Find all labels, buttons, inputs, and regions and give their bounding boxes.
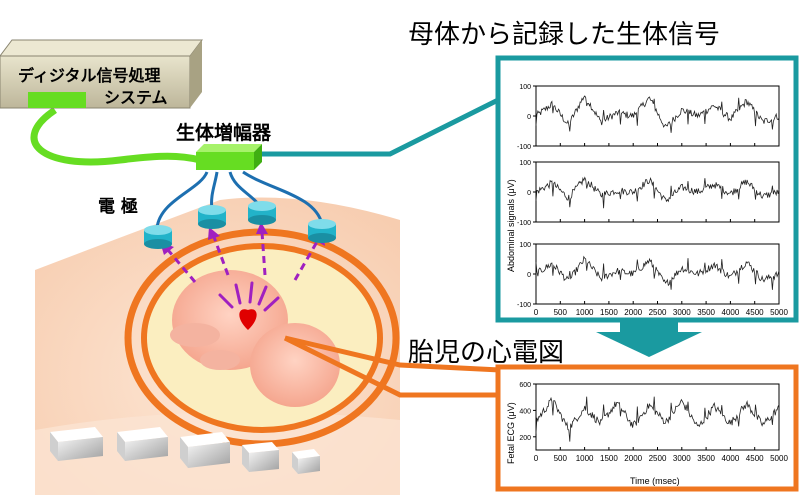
down-arrow xyxy=(596,318,702,357)
fetal-ytick-label: 200 xyxy=(519,435,531,442)
abdominal-3-ytick-label: 0 xyxy=(527,272,531,279)
fetal-xtick-label: 3000 xyxy=(673,454,691,463)
fetal-xtick-label: 5000 xyxy=(770,454,788,463)
fetal-title: 胎児の心電図 xyxy=(408,338,565,368)
electrode-4 xyxy=(308,219,336,243)
fetal-xtick-label: 1500 xyxy=(600,454,618,463)
fetal-ytick-label: 600 xyxy=(519,382,531,389)
abdominal-3-xtick-label: 1500 xyxy=(600,308,618,317)
abdominal-3-plot-frame xyxy=(535,243,780,305)
device-label-line1: ディジタル信号処理 xyxy=(18,66,161,85)
bioamplifier-box xyxy=(196,144,262,170)
abdominal-3-xtick-label: 2000 xyxy=(624,308,642,317)
fetal-xtick-label: 4000 xyxy=(722,454,740,463)
fetal-xtick-label: 2500 xyxy=(649,454,667,463)
abdominal-3-ytick-label: 100 xyxy=(519,242,531,249)
electrode-label: 電 極 xyxy=(98,197,138,217)
abdominal-1-ytick-label: 0 xyxy=(527,114,531,121)
fetal-ylabel: Fetal ECG (μV) xyxy=(506,402,516,464)
fetus-limb xyxy=(170,323,220,347)
electrodes xyxy=(144,201,336,249)
abdominal-3-xtick-label: 500 xyxy=(554,308,568,317)
decor-blocks xyxy=(50,427,320,474)
device-label-line2: システム xyxy=(104,88,168,107)
abdominal-3-xtick-label: 3500 xyxy=(697,308,715,317)
abdominal-ylabel: Abdominal signals (μV) xyxy=(506,179,516,272)
teal-connector xyxy=(262,95,501,157)
abdominal-3-xtick-label: 3000 xyxy=(673,308,691,317)
top-title: 母体から記録した生体信号 xyxy=(408,20,721,50)
abdominal-3-xtick-label: 2500 xyxy=(649,308,667,317)
fetus-head xyxy=(250,323,340,407)
fetal-xtick-label: 3500 xyxy=(697,454,715,463)
fetal-xtick-label: 1000 xyxy=(576,454,594,463)
amplifier-label: 生体増幅器 xyxy=(176,122,272,144)
abdominal-1-ytick-label: 100 xyxy=(519,84,531,91)
electrode-3 xyxy=(248,201,276,225)
electrode-2 xyxy=(198,205,226,229)
orange-connector xyxy=(284,335,501,373)
abdominal-3-xtick-label: 5000 xyxy=(770,308,788,317)
heart-icon xyxy=(239,309,257,330)
abdominal-3-ytick-label: -100 xyxy=(517,302,531,309)
fetal-xlabel: Time (msec) xyxy=(630,476,680,486)
abdominal-1-ytick-label: -100 xyxy=(517,144,531,151)
fetal-xtick-label: 500 xyxy=(554,454,568,463)
abdominal-3-xtick-label: 1000 xyxy=(576,308,594,317)
fetal-xtick-label: 2000 xyxy=(624,454,642,463)
abdominal-2-ytick-label: 0 xyxy=(527,190,531,197)
orange-connector-2 xyxy=(283,335,500,398)
signal-arrows xyxy=(166,231,320,283)
fetal-xtick-label: 0 xyxy=(534,454,539,463)
electrode-1 xyxy=(144,225,172,249)
fetal-signal-line xyxy=(535,396,780,442)
fetus-limb-2 xyxy=(200,350,240,370)
abdominal-3-xtick-label: 4500 xyxy=(746,308,764,317)
abdominal-1-plot-frame xyxy=(535,85,780,147)
fetal-ytick-label: 400 xyxy=(519,408,531,415)
device-cable xyxy=(30,107,201,166)
abdominal-2-ytick-label: 100 xyxy=(519,160,531,167)
abdominal-2-signal-line xyxy=(535,176,780,209)
abdominal-2-plot-frame xyxy=(535,161,780,223)
dsp-device xyxy=(0,39,203,109)
abdominal-1-signal-line xyxy=(535,95,780,133)
fetal-plot-frame xyxy=(535,383,780,451)
heart-rays xyxy=(218,281,280,312)
abdominal-3-xtick-label: 4000 xyxy=(722,308,740,317)
electrode-cables xyxy=(155,170,324,229)
abdominal-3-xtick-label: 0 xyxy=(534,308,539,317)
abdominal-2-ytick-label: -100 xyxy=(517,220,531,227)
abdominal-3-signal-line xyxy=(535,255,780,290)
fetal-xtick-label: 4500 xyxy=(746,454,764,463)
